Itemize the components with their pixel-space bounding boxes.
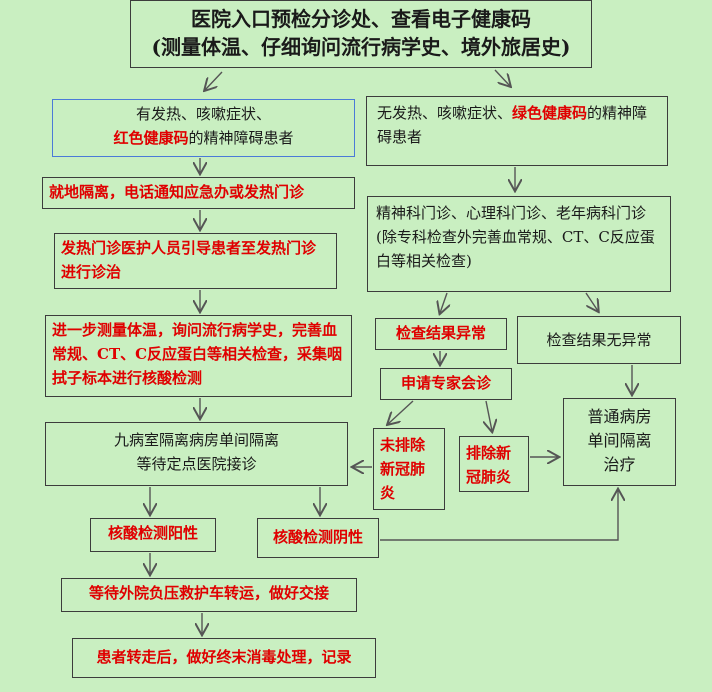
disinfect-box: 患者转走后，做好终末消毒处理，记录 — [72, 638, 376, 678]
arrow-consult-to-not-excluded — [388, 400, 414, 424]
arrow-psych-to-abnormal — [440, 292, 447, 313]
ward9-isolation-box: 九病室隔离病房单间隔离 等待定点医院接诊 — [45, 422, 348, 486]
no-fever-post: 的精神障碍患者 — [377, 104, 648, 146]
abnormal-result-box: 检查结果异常 — [375, 318, 507, 350]
abnormal-result-text: 检查结果异常 — [395, 324, 486, 342]
further-test-box: 进一步测量体温，询问流行病学史，完善血常规、CT、C反应蛋白等相关检查，采集咽拭… — [45, 315, 352, 397]
arrow-psych-to-normal — [585, 292, 598, 311]
normal-result-box: 检查结果无异常 — [517, 316, 681, 364]
nucleic-positive-text: 核酸检测阳性 — [107, 524, 198, 542]
fever-patient-box: 有发热、咳嗽症状、 红色健康码的精神障碍患者 — [52, 99, 355, 157]
nucleic-negative-text: 核酸检测阴性 — [272, 528, 363, 546]
fever-line-1: 有发热、咳嗽症状、 — [135, 105, 271, 123]
red-health-code: 红色健康码 — [113, 129, 189, 147]
no-fever-patient-box: 无发热、咳嗽症状、绿色健康码的精神障碍患者 — [366, 96, 668, 166]
further-test-text: 进一步测量体温，询问流行病学史，完善血常规、CT、C反应蛋白等相关检查，采集咽拭… — [52, 321, 343, 387]
title-box: 医院入口预检分诊处、查看电子健康码 (测量体温、仔细询问流行病学史、境外旅居史) — [130, 0, 592, 68]
excluded-box: 排除新冠肺炎 — [459, 436, 529, 492]
transfer-text: 等待外院负压救护车转运，做好交接 — [88, 584, 329, 602]
ward9-line-2: 等待定点医院接诊 — [136, 455, 257, 473]
expert-consult-box: 申请专家会诊 — [380, 368, 512, 400]
transfer-box: 等待外院负压救护车转运，做好交接 — [61, 578, 357, 612]
arrow-title-to-left — [205, 71, 223, 90]
guide-fever-clinic-text: 发热门诊医护人员引导患者至发热门诊进行诊治 — [61, 239, 317, 281]
normal-result-text: 检查结果无异常 — [546, 331, 652, 349]
psych-clinic-text: 精神科门诊、心理科门诊、老年病科门诊(除专科检查外完善血常规、CT、C反应蛋白等… — [376, 204, 655, 270]
disinfect-text: 患者转走后，做好终末消毒处理，记录 — [96, 648, 352, 666]
arrow-negative-to-general-ward — [380, 490, 618, 541]
green-health-code: 绿色健康码 — [512, 104, 588, 122]
not-excluded-text: 未排除新冠肺炎 — [380, 436, 426, 502]
guide-fever-clinic-box: 发热门诊医护人员引导患者至发热门诊进行诊治 — [54, 233, 337, 289]
arrow-title-to-right — [494, 69, 510, 86]
isolate-call-text: 就地隔离，电话通知应急办或发热门诊 — [49, 183, 305, 201]
ward9-line-1: 九病室隔离病房单间隔离 — [113, 431, 279, 449]
not-excluded-box: 未排除新冠肺炎 — [373, 428, 445, 510]
isolate-call-box: 就地隔离，电话通知应急办或发热门诊 — [42, 177, 355, 209]
fever-line-2-rest: 的精神障碍患者 — [188, 129, 294, 147]
nucleic-positive-box: 核酸检测阳性 — [90, 518, 216, 552]
psych-clinic-box: 精神科门诊、心理科门诊、老年病科门诊(除专科检查外完善血常规、CT、C反应蛋白等… — [367, 196, 671, 292]
general-ward-text: 普通病房单间隔离治疗 — [587, 407, 652, 474]
nucleic-negative-box: 核酸检测阴性 — [257, 518, 379, 558]
no-fever-pre: 无发热、咳嗽症状、 — [377, 104, 513, 122]
title-line-1: 医院入口预检分诊处、查看电子健康码 — [191, 7, 531, 31]
general-ward-box: 普通病房单间隔离治疗 — [563, 398, 676, 486]
excluded-text: 排除新冠肺炎 — [466, 444, 512, 486]
expert-consult-text: 申请专家会诊 — [400, 374, 491, 392]
title-line-2: (测量体温、仔细询问流行病学史、境外旅居史) — [151, 35, 571, 59]
arrow-consult-to-excluded — [486, 400, 492, 431]
